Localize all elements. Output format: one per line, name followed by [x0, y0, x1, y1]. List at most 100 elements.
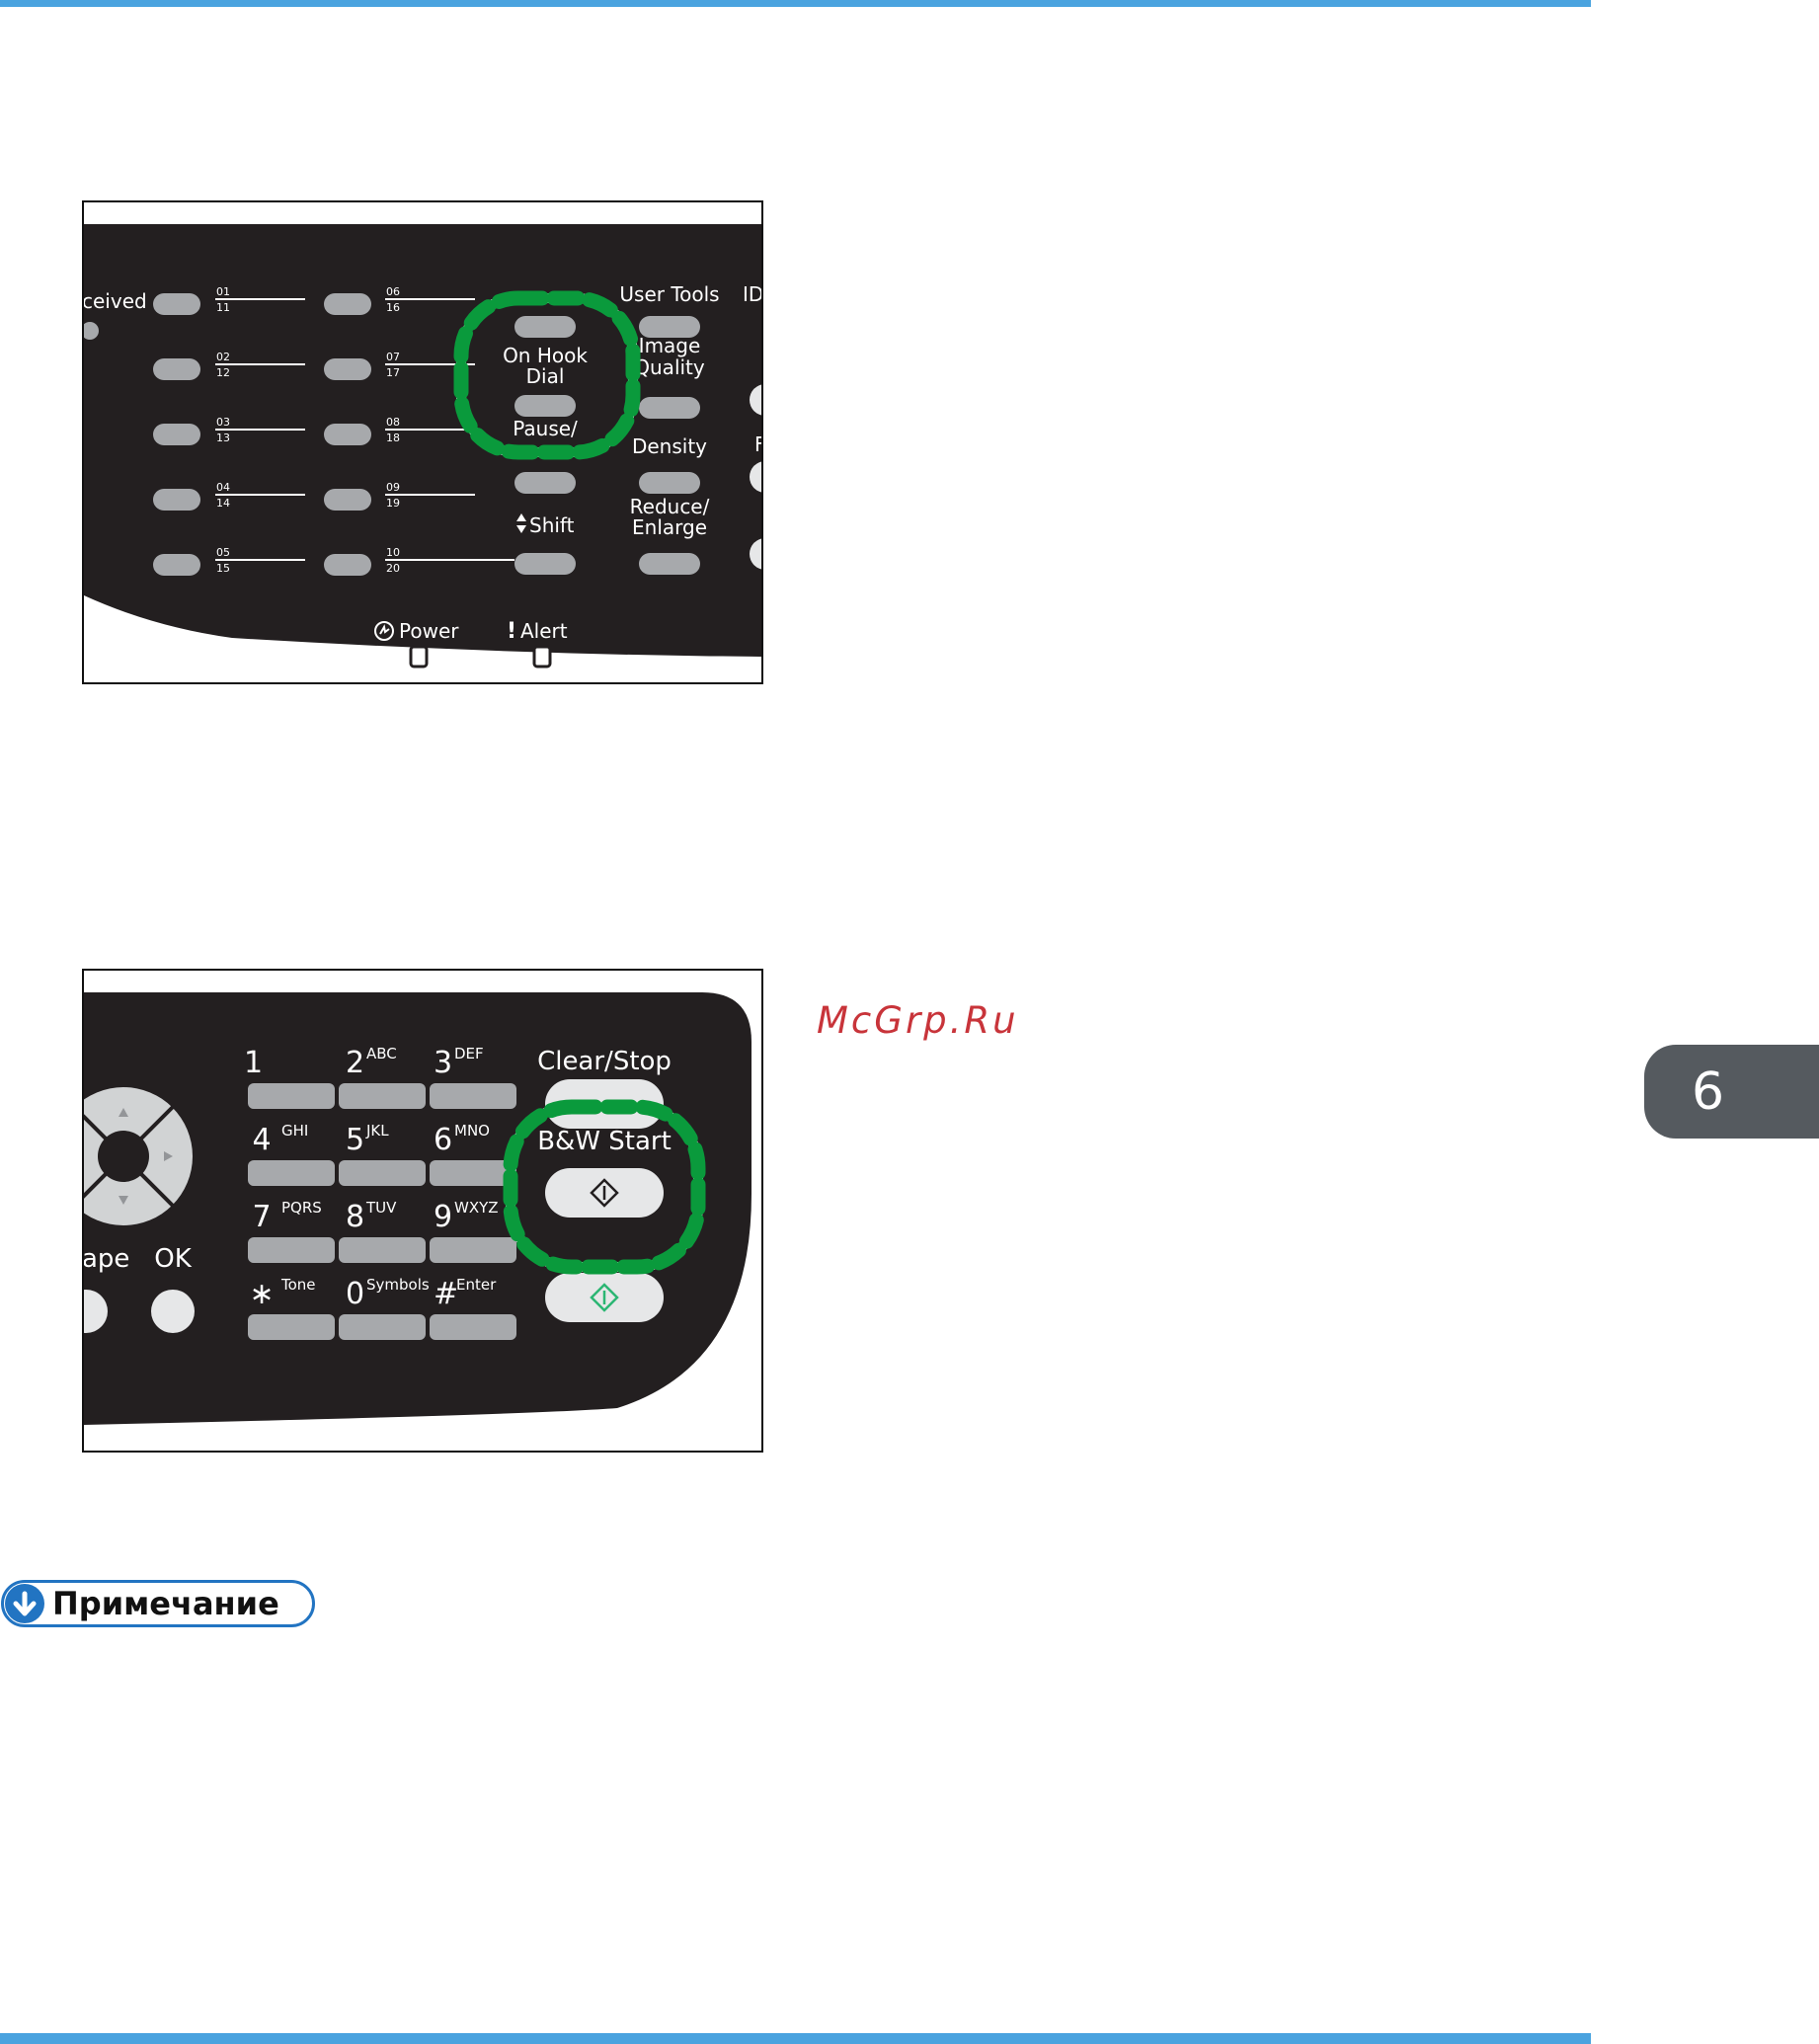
watermark-text: McGrp.Ru	[817, 999, 1019, 1042]
received-label-fragment: ceived	[84, 289, 147, 313]
one-touch-button-01[interactable]	[153, 293, 200, 315]
alert-icon: !	[507, 619, 516, 644]
key-9-letters: WXYZ	[454, 1199, 499, 1217]
one-touch-button-05[interactable]	[153, 554, 200, 576]
one-touch-button-02[interactable]	[153, 358, 200, 380]
one-touch-num-05: 05	[216, 546, 230, 559]
one-touch-num-07: 07	[386, 351, 400, 363]
user-tools-label: User Tools	[619, 282, 719, 306]
key-0-digit: 0	[346, 1277, 364, 1311]
key-2-button[interactable]	[339, 1083, 426, 1109]
chapter-tab[interactable]: 6	[1644, 1045, 1819, 1139]
reduce-enlarge-label-line2: Enlarge	[632, 515, 707, 539]
one-touch-button-03[interactable]	[153, 424, 200, 445]
density-button[interactable]	[639, 472, 700, 494]
reduce-enlarge-button[interactable]	[639, 553, 700, 575]
one-touch-button-06[interactable]	[324, 293, 371, 315]
alert-indicator	[534, 647, 550, 667]
one-touch-button-10[interactable]	[324, 554, 371, 576]
one-touch-num-11: 11	[216, 301, 230, 314]
one-touch-button-08[interactable]	[324, 424, 371, 445]
one-touch-num-14: 14	[216, 497, 230, 510]
one-touch-num-02: 02	[216, 351, 230, 363]
on-hook-dial-label-line2: Dial	[526, 364, 565, 388]
key-6-letters: MNO	[454, 1122, 490, 1140]
one-touch-num-13: 13	[216, 432, 230, 444]
one-touch-num-09: 09	[386, 481, 400, 494]
key-9-button[interactable]	[430, 1237, 516, 1263]
one-touch-num-04: 04	[216, 481, 230, 494]
one-touch-num-06: 06	[386, 285, 400, 298]
ok-label: OK	[154, 1244, 192, 1274]
one-touch-num-08: 08	[386, 416, 400, 429]
one-touch-num-20: 20	[386, 562, 400, 575]
one-touch-num-10: 10	[386, 546, 400, 559]
key-3-letters: DEF	[454, 1045, 484, 1062]
right-edge-label-fragment: F	[754, 432, 761, 456]
pause-redial-button[interactable]	[514, 472, 576, 494]
one-touch-button-04[interactable]	[153, 489, 200, 511]
key-2-digit: 2	[346, 1046, 364, 1080]
down-arrow-icon	[5, 1584, 44, 1623]
key-0-button[interactable]	[339, 1314, 426, 1340]
one-touch-num-17: 17	[386, 366, 400, 379]
key-7-digit: 7	[252, 1200, 271, 1234]
key-star-button[interactable]	[248, 1314, 335, 1340]
key-2-letters: ABC	[366, 1045, 397, 1062]
clear-stop-label: Clear/Stop	[537, 1047, 672, 1076]
note-heading: Примечание	[1, 1580, 315, 1627]
one-touch-num-18: 18	[386, 432, 400, 444]
image-quality-label-line1: Image	[639, 334, 701, 357]
key-3-digit: 3	[434, 1046, 452, 1080]
key-hash-digit: #	[434, 1277, 458, 1311]
shift-button[interactable]	[514, 553, 576, 575]
key-star-letters: Tone	[280, 1276, 316, 1294]
one-touch-num-15: 15	[216, 562, 230, 575]
shift-label: Shift	[529, 513, 575, 537]
bw-start-label: B&W Start	[537, 1127, 672, 1156]
key-5-button[interactable]	[339, 1160, 426, 1186]
key-7-button[interactable]	[248, 1237, 335, 1263]
bottom-rule	[0, 2033, 1591, 2044]
image-quality-button[interactable]	[639, 397, 700, 419]
key-9-digit: 9	[434, 1200, 452, 1234]
key-8-button[interactable]	[339, 1237, 426, 1263]
key-8-letters: TUV	[365, 1199, 397, 1217]
top-rule	[0, 0, 1591, 7]
key-4-button[interactable]	[248, 1160, 335, 1186]
key-0-letters: Symbols	[366, 1276, 430, 1294]
key-1-digit: 1	[244, 1046, 263, 1080]
panel-figure-on-hook: 01 11 02 12 03 13 04 14 05 15 06 16 07 1…	[82, 200, 763, 684]
address-book-button[interactable]	[514, 316, 576, 338]
key-4-letters: GHI	[281, 1122, 308, 1140]
id-card-label-fragment: ID	[743, 282, 761, 306]
key-star-digit: ∗	[249, 1277, 274, 1311]
power-indicator	[411, 647, 427, 667]
ok-button[interactable]	[151, 1290, 195, 1333]
key-7-letters: PQRS	[281, 1199, 322, 1217]
key-1-button[interactable]	[248, 1083, 335, 1109]
alert-label: Alert	[520, 619, 568, 643]
one-touch-button-09[interactable]	[324, 489, 371, 511]
chapter-number: 6	[1692, 1062, 1724, 1122]
panel-figure-bw-start: ape OK 1 2 ABC 3 DEF 4 GHI 5 JKL 6 MNO 7…	[82, 969, 763, 1453]
key-4-digit: 4	[252, 1123, 271, 1157]
key-5-digit: 5	[346, 1123, 364, 1157]
key-3-button[interactable]	[430, 1083, 516, 1109]
escape-label-fragment: ape	[84, 1244, 129, 1274]
key-5-letters: JKL	[365, 1122, 389, 1140]
key-hash-button[interactable]	[430, 1314, 516, 1340]
key-hash-letters: Enter	[456, 1276, 497, 1294]
density-label: Density	[632, 434, 707, 458]
image-quality-label-line2: Quality	[634, 355, 705, 379]
on-hook-dial-button[interactable]	[514, 395, 576, 417]
one-touch-num-19: 19	[386, 497, 400, 510]
one-touch-button-07[interactable]	[324, 358, 371, 380]
key-6-digit: 6	[434, 1123, 452, 1157]
dpad-center[interactable]	[98, 1131, 149, 1182]
note-label: Примечание	[52, 1585, 279, 1622]
one-touch-num-03: 03	[216, 416, 230, 429]
power-label: Power	[399, 619, 459, 643]
key-8-digit: 8	[346, 1200, 364, 1234]
one-touch-num-01: 01	[216, 285, 230, 298]
